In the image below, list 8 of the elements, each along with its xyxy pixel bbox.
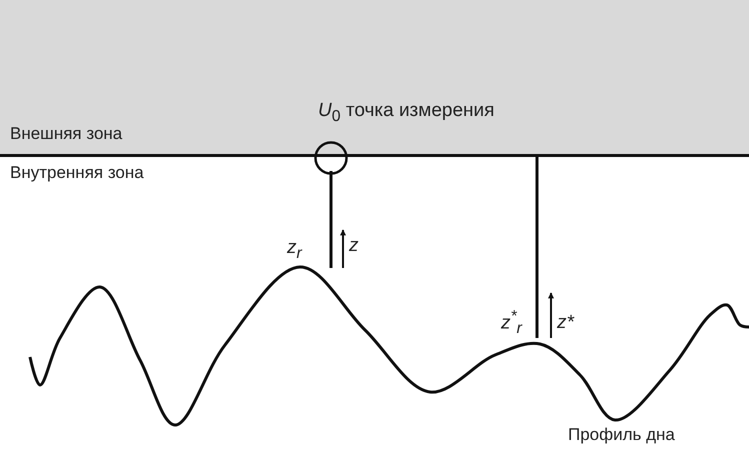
zone-label: Внутренняя зона [10,164,144,181]
point-label: U$_{0}$ точка измерения [318,101,494,125]
profile-label: Профиль дна [568,426,675,443]
variable-label: z* [557,313,574,332]
zone-label: Внешняя зона [10,125,122,142]
variable-label: z$_{r}$ [287,238,302,262]
variable-label: z [349,236,358,255]
outer-zone-band [0,0,749,154]
